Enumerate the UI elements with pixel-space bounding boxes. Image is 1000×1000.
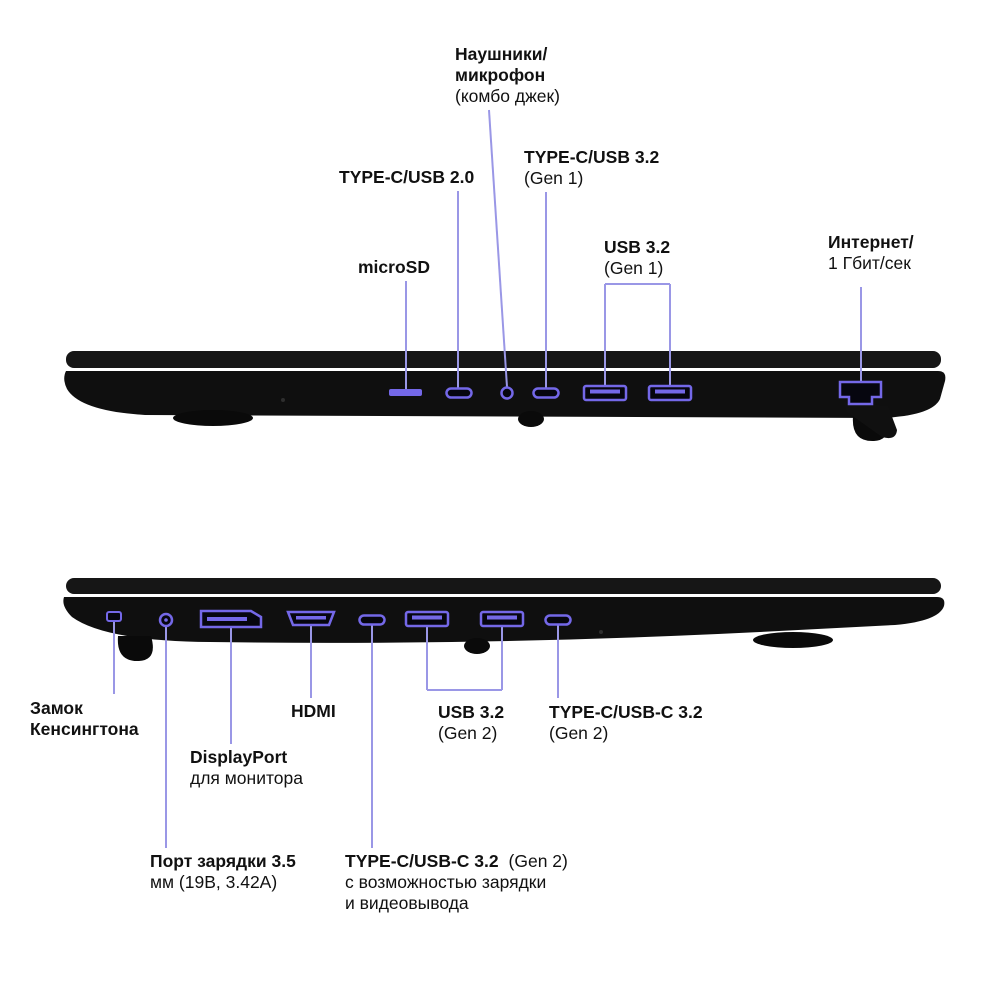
usb-a-gen2-port-1-tongue xyxy=(412,615,442,620)
callout-type-c-usb-3-2-gen1-sub: (Gen 1) xyxy=(524,168,584,188)
callout-type-c-usb-2-0-title: TYPE-C/USB 2.0 xyxy=(339,167,475,187)
leader-usb32-gen1-bracket xyxy=(604,283,671,386)
leader-lines-top xyxy=(405,109,862,390)
status-led-dot xyxy=(599,630,603,634)
usb-a-gen2-port-2-tongue xyxy=(487,615,517,620)
callout-usb-3-2-gen2-title: USB 3.2 xyxy=(438,702,505,722)
callout-kensington-line1: Замок xyxy=(30,698,83,718)
callout-microsd-title: microSD xyxy=(358,257,430,277)
callout-kensington-lock: Замок Кенсингтона xyxy=(30,698,139,740)
callout-charging-line2: мм (19В, 3.42А) xyxy=(150,872,278,892)
laptop-bottom-foot-center xyxy=(464,638,490,654)
ethernet-flap xyxy=(843,402,897,439)
callout-type-c-usb-3-2-gen1: TYPE-C/USB 3.2 (Gen 1) xyxy=(524,147,659,189)
displayport-tongue xyxy=(207,617,247,621)
callout-hdmi: HDMI xyxy=(291,701,336,722)
callout-type-c-charge-video-line3: и видеовывода xyxy=(345,893,469,913)
callout-type-c-usb-3-2-gen1-title: TYPE-C/USB 3.2 xyxy=(524,147,660,167)
callout-headphones-combo-jack: Наушники/ микрофон (комбо джек) xyxy=(455,44,560,107)
ports-top xyxy=(389,380,883,406)
laptop-bottom-foot-right xyxy=(753,632,833,648)
laptop-bottom-foot-left xyxy=(117,636,153,662)
callout-usb-3-2-gen1-sub: (Gen 1) xyxy=(604,258,664,278)
callout-usb-3-2-gen2-sub: (Gen 2) xyxy=(438,723,498,743)
callout-headphones-line3: (комбо джек) xyxy=(455,86,560,106)
callout-type-c-3-2-gen2: TYPE-C/USB-C 3.2 (Gen 2) xyxy=(549,702,703,744)
callout-charging-port: Порт зарядки 3.5 мм (19В, 3.42А) xyxy=(150,851,296,893)
callout-type-c-3-2-gen2-sub: (Gen 2) xyxy=(549,723,609,743)
callout-internet-title: Интернет/ xyxy=(828,232,914,252)
callout-displayport-title: DisplayPort xyxy=(190,747,288,767)
callout-type-c-charge-video-title: TYPE-C/USB-C 3.2 xyxy=(345,851,499,871)
callout-internet: Интернет/ 1 Гбит/сек xyxy=(828,232,914,274)
callout-headphones-line2: микрофон xyxy=(455,65,546,85)
usb-a-gen1-port-2-tongue xyxy=(655,389,685,394)
callout-type-c-charge-video: TYPE-C/USB-C 3.2 (Gen 2) с возможностью … xyxy=(345,851,568,914)
callout-internet-sub: 1 Гбит/сек xyxy=(828,253,911,273)
callout-type-c-charge-video-line1: TYPE-C/USB-C 3.2 (Gen 2) xyxy=(345,851,568,872)
dc-charging-pin xyxy=(164,618,168,622)
type-c-gen2-port xyxy=(544,614,572,626)
callout-displayport-sub: для монитора xyxy=(190,768,303,788)
kensington-lock-slot xyxy=(106,611,122,622)
callout-charging-line1: Порт зарядки 3.5 xyxy=(150,851,296,871)
type-c-usb2-port xyxy=(445,387,473,399)
callout-usb-3-2-gen1-title: USB 3.2 xyxy=(604,237,671,257)
callout-type-c-3-2-gen2-title: TYPE-C/USB-C 3.2 xyxy=(549,702,703,722)
laptop-top-foot-center xyxy=(518,411,544,427)
callout-kensington-line2: Кенсингтона xyxy=(30,719,139,739)
callout-usb-3-2-gen1: USB 3.2 (Gen 1) xyxy=(604,237,670,279)
callout-microsd: microSD xyxy=(358,257,430,278)
laptop-top-foot-left xyxy=(173,410,253,426)
hdmi-tongue xyxy=(296,616,326,620)
callout-type-c-charge-video-gen: (Gen 2) xyxy=(508,851,568,871)
callout-displayport: DisplayPort для монитора xyxy=(190,747,303,789)
leader-usb32-gen2-bracket xyxy=(426,626,503,691)
microsd-slot xyxy=(389,389,422,396)
callout-type-c-charge-video-line2: с возможностью зарядки xyxy=(345,872,547,892)
leader-headphones xyxy=(488,109,508,388)
mic-hole-dot xyxy=(281,398,285,402)
ports-bottom xyxy=(106,609,572,629)
leader-lines-bottom xyxy=(113,620,559,848)
callout-type-c-usb-2-0: TYPE-C/USB 2.0 xyxy=(339,167,474,188)
laptop-top-lid xyxy=(66,351,941,368)
type-c-usb32-gen1-port xyxy=(532,387,560,399)
ethernet-port xyxy=(838,380,883,406)
callout-hdmi-title: HDMI xyxy=(291,701,336,721)
type-c-charge-video-port xyxy=(358,614,386,626)
usb-a-gen1-port-1-tongue xyxy=(590,389,620,394)
audio-combo-jack xyxy=(500,386,514,400)
callout-headphones-line1: Наушники/ xyxy=(455,44,548,64)
laptop-bottom-lid xyxy=(66,578,941,594)
callout-usb-3-2-gen2: USB 3.2 (Gen 2) xyxy=(438,702,504,744)
